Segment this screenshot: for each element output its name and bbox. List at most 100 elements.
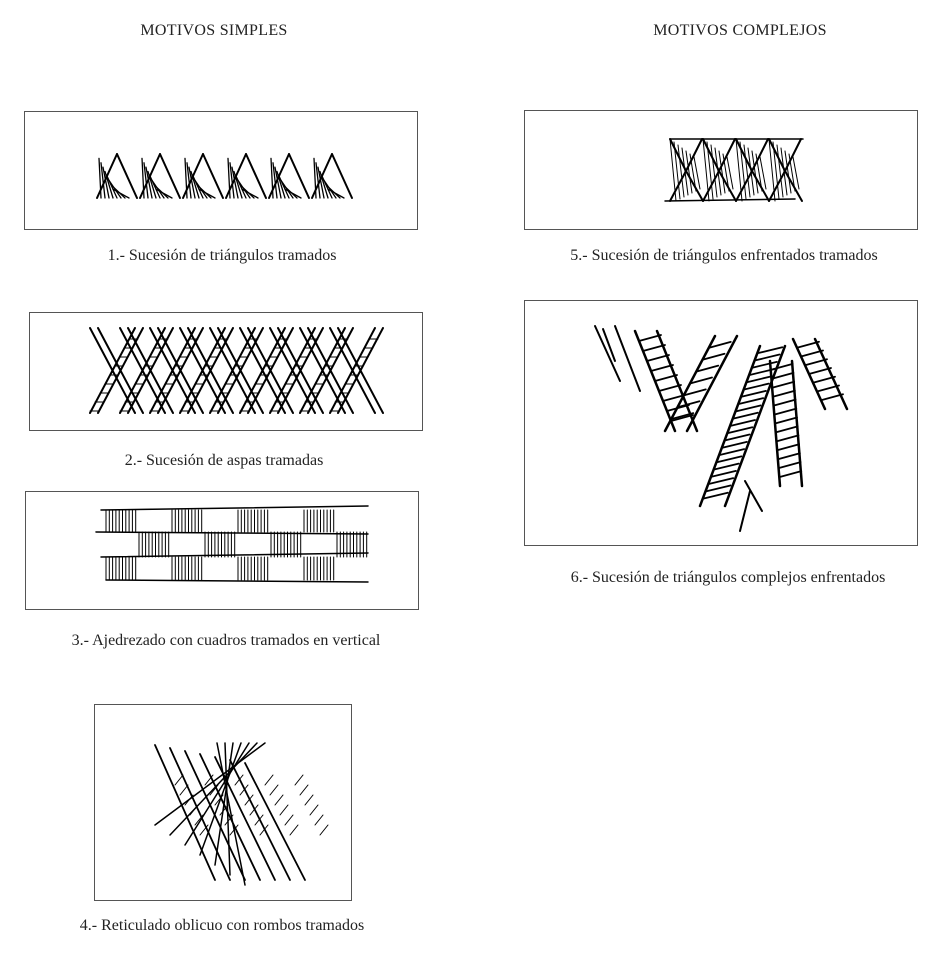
stroke — [681, 147, 689, 196]
stroke — [715, 455, 743, 464]
stroke — [774, 425, 799, 434]
stroke — [731, 411, 759, 420]
stroke — [778, 470, 803, 478]
stroke — [245, 153, 267, 199]
stroke — [702, 170, 720, 202]
stroke — [105, 579, 369, 583]
stroke — [734, 404, 762, 413]
stroke — [729, 419, 756, 427]
stroke — [751, 170, 770, 202]
stroke — [804, 358, 828, 367]
stroke — [284, 814, 294, 826]
stroke — [777, 461, 802, 470]
stroke — [670, 412, 695, 421]
stroke — [723, 433, 751, 442]
stroke — [102, 166, 110, 199]
stroke — [744, 480, 763, 512]
motif-3-caption: 3.- Ajedrezado con cuadros tramados en v… — [71, 632, 381, 649]
stroke — [682, 388, 707, 397]
motif-4-box — [94, 704, 352, 901]
stroke — [317, 166, 325, 199]
stroke — [704, 484, 732, 493]
stroke — [216, 742, 246, 886]
stroke — [145, 166, 153, 199]
stroke — [259, 824, 269, 836]
stroke — [685, 150, 693, 194]
stroke — [319, 824, 329, 836]
stroke — [775, 434, 800, 443]
stroke — [284, 188, 302, 199]
stroke — [756, 346, 784, 355]
stroke — [718, 170, 737, 202]
stroke — [147, 170, 157, 199]
stroke — [184, 742, 250, 846]
stroke — [229, 824, 239, 836]
stroke — [169, 747, 231, 881]
stroke — [269, 784, 279, 796]
stroke — [229, 162, 235, 199]
stroke — [650, 364, 674, 372]
stroke — [279, 804, 289, 816]
stroke — [751, 138, 769, 172]
stroke — [264, 774, 274, 786]
stroke — [174, 774, 184, 786]
stroke — [642, 344, 666, 352]
motif-6-caption: 6.- Sucesión de triángulos complejos enf… — [570, 569, 886, 586]
motif-6-box — [524, 300, 918, 546]
stroke — [100, 505, 369, 511]
stroke — [776, 443, 801, 452]
stroke — [726, 156, 734, 190]
complex-triangles-drawing — [594, 325, 849, 532]
stroke — [602, 328, 616, 362]
motif-4-caption: 4.- Reticulado oblicuo con rombos tramad… — [79, 917, 365, 934]
stroke — [204, 774, 214, 786]
stroke — [229, 759, 291, 881]
stroke — [790, 359, 804, 488]
stroke — [309, 804, 319, 816]
stroke — [319, 170, 329, 199]
stroke — [219, 804, 229, 816]
stroke — [233, 170, 243, 199]
stroke — [771, 389, 796, 398]
stroke — [772, 398, 797, 407]
stroke — [116, 153, 138, 199]
stroke — [184, 157, 188, 199]
stroke — [755, 153, 763, 192]
stroke — [658, 384, 682, 392]
stroke — [740, 390, 767, 398]
stroke — [234, 774, 244, 786]
stroke — [254, 814, 264, 826]
stroke — [707, 477, 735, 486]
stroke — [739, 141, 747, 200]
stroke — [735, 138, 743, 202]
stroke — [315, 162, 321, 199]
stroke — [192, 175, 204, 199]
stroke — [272, 162, 278, 199]
stroke — [198, 188, 216, 199]
stroke — [270, 157, 274, 199]
stroke — [209, 784, 219, 796]
stroke — [722, 153, 730, 192]
stroke — [751, 150, 759, 194]
stroke — [673, 141, 681, 200]
stroke — [689, 376, 713, 385]
stroke — [646, 354, 670, 362]
stroke — [100, 162, 106, 199]
stroke — [784, 150, 792, 194]
stroke — [670, 414, 694, 422]
motif-2-box — [29, 312, 423, 431]
stroke — [712, 462, 740, 471]
stroke — [155, 188, 173, 199]
stroke — [742, 382, 770, 391]
stroke — [770, 371, 795, 380]
stroke — [313, 157, 317, 199]
stroke — [808, 367, 832, 375]
stroke — [662, 394, 686, 402]
stroke — [743, 144, 751, 198]
stroke — [677, 144, 685, 198]
stroke — [669, 170, 687, 202]
stroke — [190, 170, 200, 199]
stroke — [276, 170, 286, 199]
stroke — [693, 156, 701, 190]
stroke — [768, 138, 776, 202]
